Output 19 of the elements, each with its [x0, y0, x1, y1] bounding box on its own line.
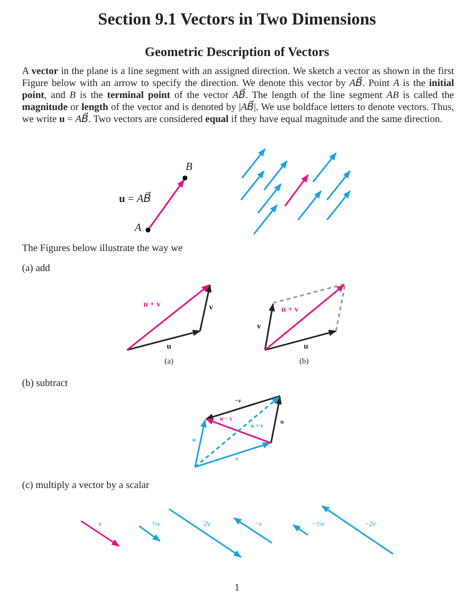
page-number: 1: [234, 582, 240, 594]
paragraph: A vector in the plane is a line segment with an assigned direction. We sketch a vector as shown in the first Figure below with an arrow to specify the direction. We denote this vector by AB⃗. Point A is the initial point, and B is the terminal point of the vector AB⃗. The length of the line segment AB is called the magnitude or length of the vector and is denoted by |AB⃗|. We use boldface letters to denote vectors. Thus, we write u = AB⃗. Two vectors are considered equal if they have equal magnitude and the same direction.: [22, 66, 454, 126]
figure-label: (b): [299, 358, 309, 366]
point-label: B: [186, 160, 192, 174]
section-subtitle: Geometric Description of Vectors: [144, 44, 330, 60]
figure-label: (a): [164, 358, 174, 366]
vector-label: u: [166, 342, 172, 352]
section-title: Section 9.1 Vectors in Two Dimensions: [98, 10, 376, 30]
vector-label: u: [304, 342, 308, 352]
text-line: The Figures below illustrate the way we: [22, 243, 183, 254]
vector-label: v: [209, 304, 213, 312]
text-line: (c) multiply a vector by a scalar: [22, 480, 150, 491]
vector-label: u + v: [282, 306, 298, 314]
vector-equation: u = AB⃗: [118, 192, 152, 206]
vector-label: u + v: [144, 300, 160, 310]
point-label: A: [134, 222, 142, 234]
vector-label: v: [257, 322, 261, 332]
text-line: (b) subtract: [22, 378, 68, 389]
text-line: (a) add: [22, 263, 50, 274]
